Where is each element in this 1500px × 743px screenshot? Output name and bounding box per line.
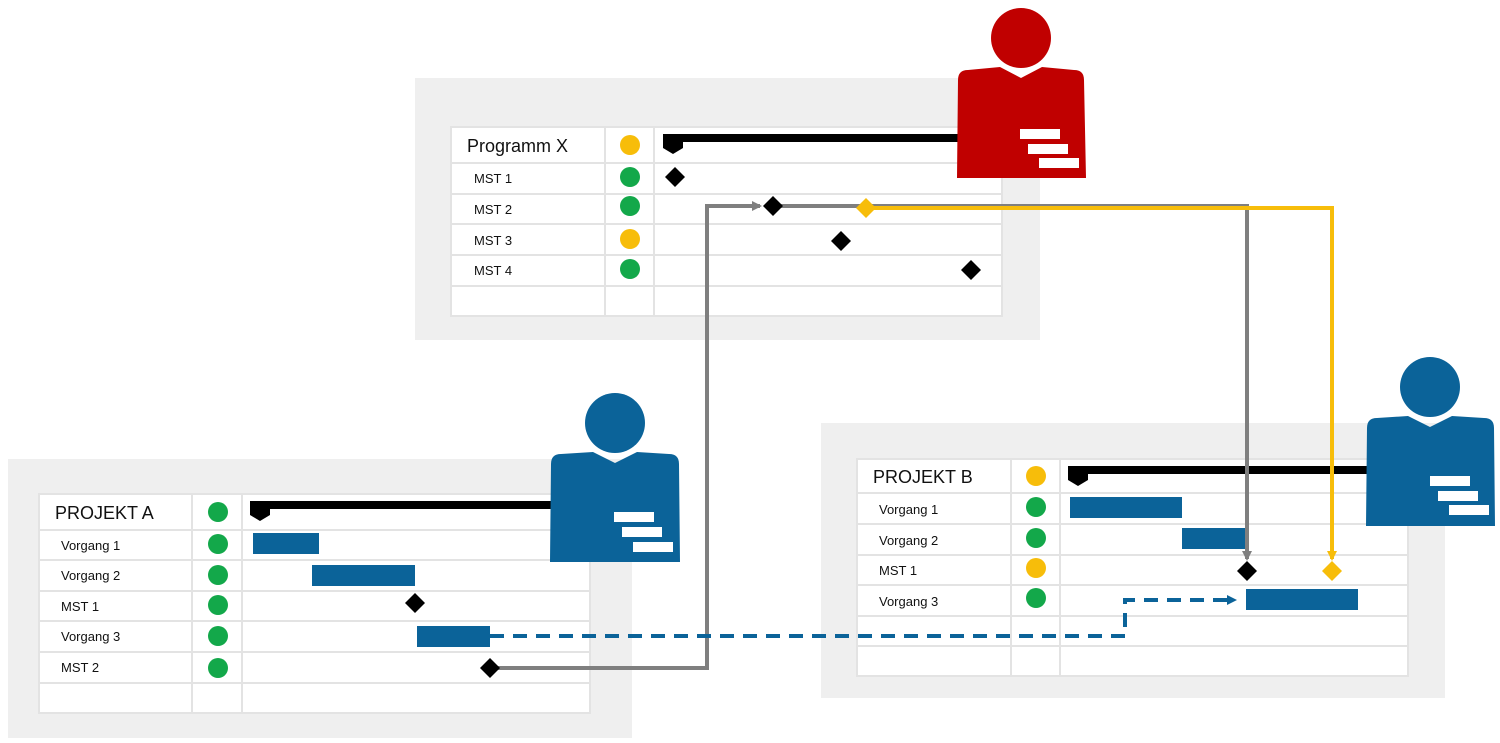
projekt-b-panel: PROJEKT B Vorgang 1 Vorgang 2 MST 1 Vorg… (821, 423, 1445, 698)
dependency-arrow-amber (866, 206, 1337, 561)
dependency-arrows (490, 201, 1337, 670)
status-dot-amber (1026, 466, 1046, 486)
projekt-a-table (39, 494, 590, 713)
task-bar (1182, 528, 1246, 549)
task-bar (1070, 497, 1182, 518)
status-dot-amber (620, 135, 640, 155)
milestone-diamond (665, 167, 685, 187)
program-x-row-label: MST 1 (474, 171, 512, 186)
status-dot-amber (1026, 558, 1046, 578)
program-x-title: Programm X (467, 136, 568, 156)
program-x-grid (450, 126, 1003, 317)
projekt-a-panel: PROJEKT A Vorgang 1 Vorgang 2 MST 1 Vorg… (8, 459, 632, 738)
person-red-icon (957, 8, 1086, 178)
milestone-diamond (763, 196, 783, 216)
task-bar (417, 626, 490, 647)
projekt-a-row-label: Vorgang 1 (61, 538, 120, 553)
person-blue-icon (1366, 357, 1495, 526)
milestone-diamond (831, 231, 851, 251)
status-dot-green (208, 626, 228, 646)
status-dot-green (1026, 528, 1046, 548)
projekt-b-table (857, 459, 1408, 676)
projekt-b-title: PROJEKT B (873, 467, 973, 487)
status-dot-green (208, 502, 228, 522)
projekt-b-row-label: MST 1 (879, 563, 917, 578)
milestone-diamond (405, 593, 425, 613)
status-dot-green (208, 658, 228, 678)
milestone-diamond (961, 260, 981, 280)
projekt-b-row-label: Vorgang 2 (879, 533, 938, 548)
program-x-row-label: MST 3 (474, 233, 512, 248)
status-dot-green (620, 259, 640, 279)
task-bar (1246, 589, 1358, 610)
program-x-row-label: MST 4 (474, 263, 512, 278)
status-dot-green (1026, 497, 1046, 517)
dependency-arrow-blue-dashed (490, 595, 1237, 638)
summary-bar (663, 134, 985, 154)
task-bar (253, 533, 319, 554)
milestone-diamond (1237, 561, 1257, 581)
summary-bar (1068, 466, 1380, 486)
task-bar (312, 565, 415, 586)
projekt-a-grid (38, 493, 591, 714)
projekt-b-grid (856, 458, 1409, 677)
status-dot-green (208, 565, 228, 585)
program-x-table (451, 127, 1002, 316)
projekt-b-row-label: Vorgang 3 (879, 594, 938, 609)
milestone-diamond (480, 658, 500, 678)
status-dot-green (1026, 588, 1046, 608)
status-dot-green (620, 196, 640, 216)
projekt-a-row-label: MST 2 (61, 660, 99, 675)
status-dot-green (208, 595, 228, 615)
status-dot-green (208, 534, 228, 554)
projekt-a-row-label: Vorgang 3 (61, 629, 120, 644)
projekt-a-title: PROJEKT A (55, 503, 154, 523)
status-dot-green (620, 167, 640, 187)
projekt-a-row-label: Vorgang 2 (61, 568, 120, 583)
milestone-diamond-amber (856, 198, 876, 218)
milestone-diamond-amber (1322, 561, 1342, 581)
projekt-a-row-label: MST 1 (61, 599, 99, 614)
dependency-arrow-gray (496, 201, 762, 670)
status-dot-amber (620, 229, 640, 249)
person-blue-icon (550, 393, 680, 562)
projekt-b-row-label: Vorgang 1 (879, 502, 938, 517)
program-x-row-label: MST 2 (474, 202, 512, 217)
summary-bar (250, 501, 565, 521)
